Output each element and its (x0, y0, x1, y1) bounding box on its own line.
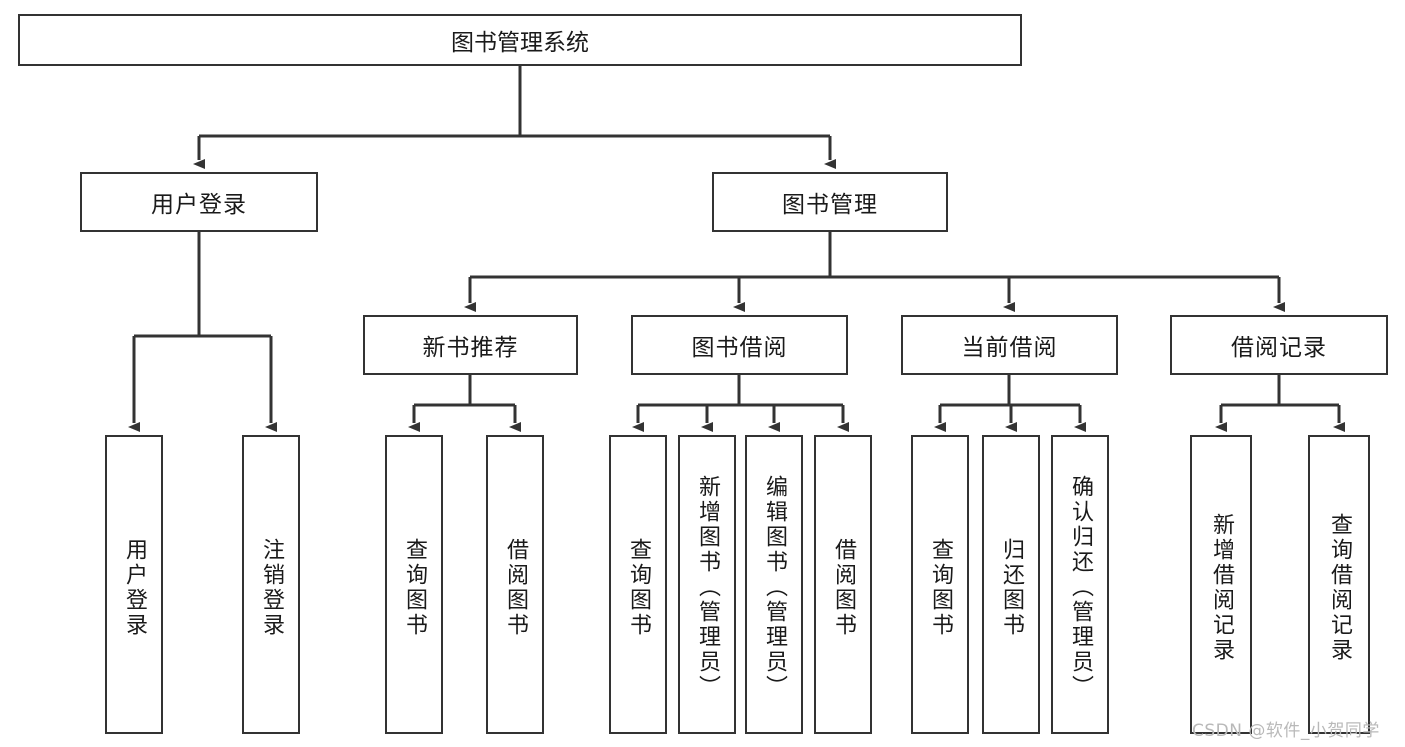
node-leaf-confirm-return-label: 确认归还（管理员） (1068, 475, 1093, 700)
node-new-book-recommend-label: 新书推荐 (422, 335, 519, 361)
edge-new-book-recommend-to-leaves (408, 375, 521, 432)
node-leaf-query-record-label: 查询借阅记录 (1327, 512, 1352, 663)
node-leaf-query-book-1-label: 查询图书 (402, 537, 427, 638)
node-current-borrow-label: 当前借阅 (961, 335, 1058, 361)
node-leaf-query-book-1[interactable]: 查询图书 (385, 435, 443, 734)
node-book-manage-label: 图书管理 (782, 192, 878, 218)
edge-user-login-to-leaves (128, 232, 277, 432)
node-leaf-return-book[interactable]: 归还图书 (982, 435, 1040, 734)
edge-borrow-record-to-leaves (1215, 375, 1345, 432)
node-current-borrow[interactable]: 当前借阅 (901, 315, 1118, 375)
node-leaf-add-record-label: 新增借阅记录 (1209, 512, 1234, 663)
edge-book-manage-to-level2 (464, 232, 1285, 312)
node-leaf-borrow-book-2-label: 借阅图书 (831, 537, 856, 638)
edge-book-borrow-to-leaves (632, 375, 849, 432)
node-root-label: 图书管理系统 (451, 30, 589, 56)
node-leaf-edit-book[interactable]: 编辑图书（管理员） (745, 435, 803, 734)
csdn-watermark: CSDN @软件_小贺同学 (1192, 721, 1380, 741)
node-new-book-recommend[interactable]: 新书推荐 (363, 315, 578, 375)
node-leaf-return-book-label: 归还图书 (999, 537, 1024, 638)
node-leaf-add-record[interactable]: 新增借阅记录 (1190, 435, 1252, 734)
node-leaf-add-book-label: 新增图书（管理员） (695, 475, 720, 700)
node-leaf-add-book[interactable]: 新增图书（管理员） (678, 435, 736, 734)
node-borrow-record[interactable]: 借阅记录 (1170, 315, 1388, 375)
node-user-login[interactable]: 用户登录 (80, 172, 318, 232)
node-book-borrow[interactable]: 图书借阅 (631, 315, 848, 375)
node-book-borrow-label: 图书借阅 (691, 335, 788, 361)
node-leaf-query-book-3-label: 查询图书 (928, 537, 953, 638)
node-leaf-query-book-2[interactable]: 查询图书 (609, 435, 667, 734)
node-leaf-query-record[interactable]: 查询借阅记录 (1308, 435, 1370, 734)
node-leaf-borrow-book-2[interactable]: 借阅图书 (814, 435, 872, 734)
node-root[interactable]: 图书管理系统 (18, 14, 1022, 66)
node-book-manage[interactable]: 图书管理 (712, 172, 948, 232)
node-leaf-borrow-book-1-label: 借阅图书 (503, 537, 528, 638)
node-leaf-query-book-2-label: 查询图书 (626, 537, 651, 638)
node-leaf-edit-book-label: 编辑图书（管理员） (762, 475, 787, 700)
edge-root-to-level1 (193, 66, 836, 169)
node-leaf-user-login[interactable]: 用户登录 (105, 435, 163, 734)
node-borrow-record-label: 借阅记录 (1231, 335, 1327, 361)
node-leaf-user-login-label: 用户登录 (122, 537, 147, 638)
node-leaf-logout-label: 注销登录 (259, 537, 284, 638)
node-leaf-confirm-return[interactable]: 确认归还（管理员） (1051, 435, 1109, 734)
node-leaf-borrow-book-1[interactable]: 借阅图书 (486, 435, 544, 734)
edge-current-borrow-to-leaves (934, 375, 1086, 432)
node-leaf-query-book-3[interactable]: 查询图书 (911, 435, 969, 734)
node-user-login-label: 用户登录 (151, 192, 247, 218)
node-leaf-logout[interactable]: 注销登录 (242, 435, 300, 734)
